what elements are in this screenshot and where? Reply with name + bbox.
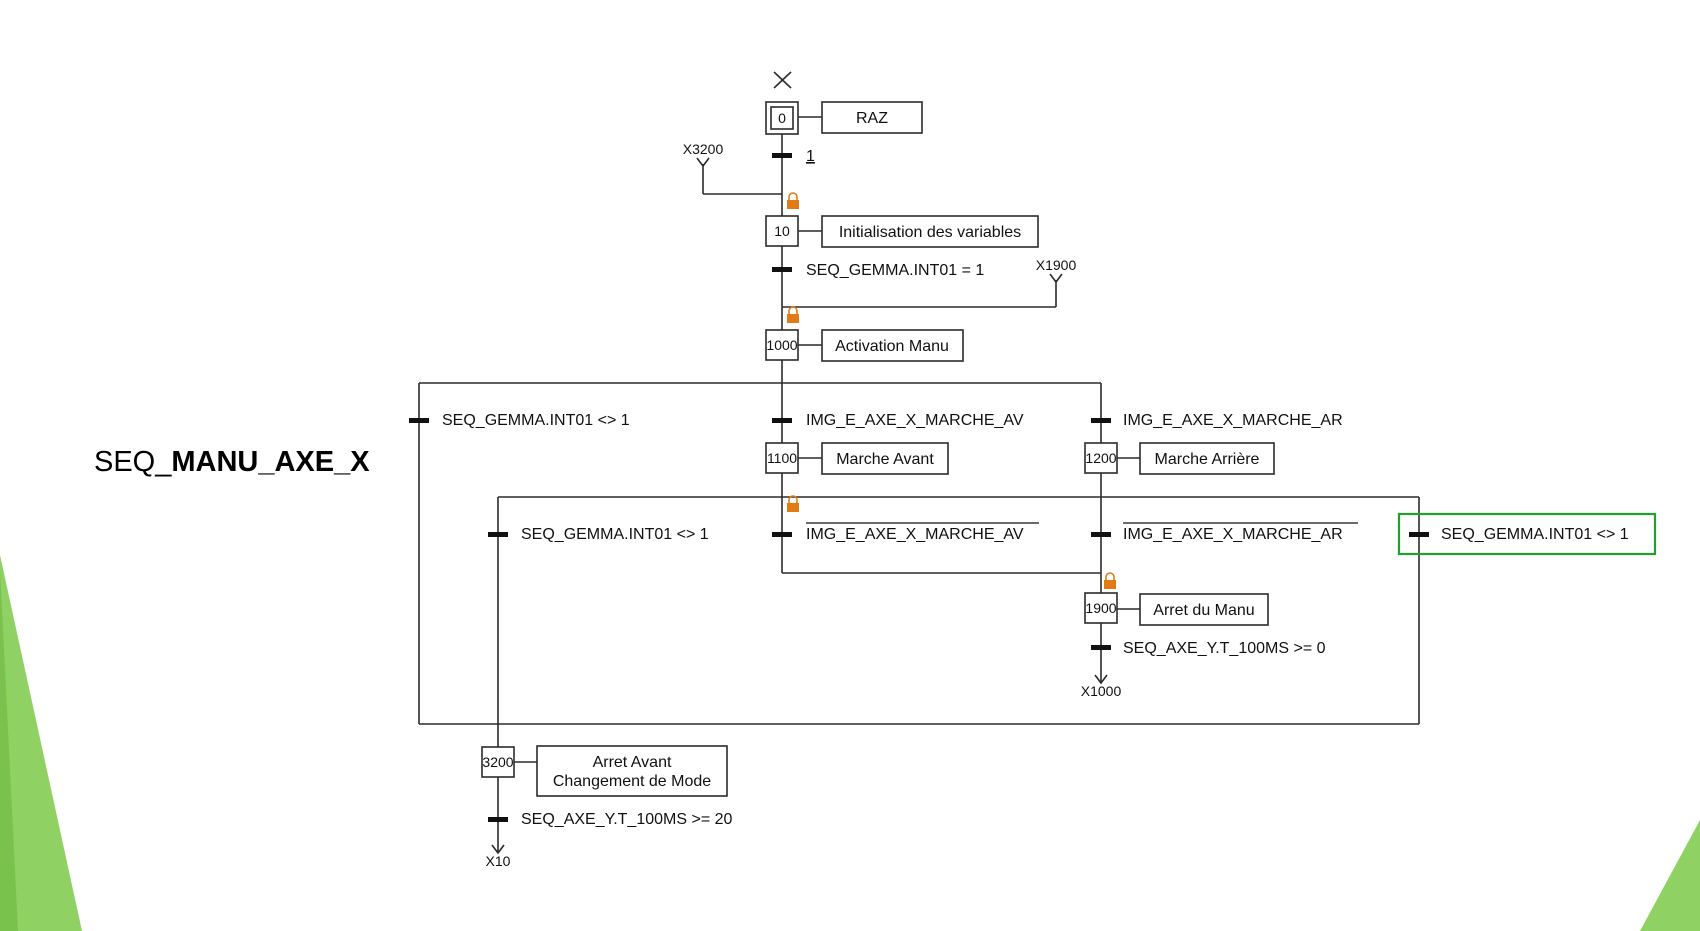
step-reference: X3200 xyxy=(683,141,724,157)
action-marche-arriere[interactable]: Marche Arrière xyxy=(1139,442,1275,475)
step-10[interactable]: 10 xyxy=(765,215,799,247)
action-arret-du-manu[interactable]: Arret du Manu xyxy=(1139,593,1269,626)
step-1200[interactable]: 1200 xyxy=(1084,442,1118,474)
step-1000[interactable]: 1000 xyxy=(765,329,799,361)
action-label: Activation Manu xyxy=(835,338,949,355)
transition-condition-negated: IMG_E_AXE_X_MARCHE_AR xyxy=(1123,526,1343,543)
transition-condition: 1 xyxy=(806,148,815,165)
step-1100[interactable]: 1100 xyxy=(765,442,799,474)
action-label: Arret du Manu xyxy=(1153,602,1254,619)
transition-bar xyxy=(409,418,429,423)
title-bold: MANU_AXE_X xyxy=(171,446,370,478)
transition-bar xyxy=(1091,418,1111,423)
title-prefix: SEQ_ xyxy=(94,446,172,478)
transition-condition: SEQ_GEMMA.INT01 <> 1 xyxy=(442,412,630,429)
transition-bar xyxy=(1409,532,1429,537)
action-activation-manu[interactable]: Activation Manu xyxy=(821,329,964,362)
action-label-line2: Changement de Mode xyxy=(553,773,711,790)
transition-bar xyxy=(488,532,508,537)
action-raz[interactable]: RAZ xyxy=(821,101,923,134)
transition-condition: SEQ_AXE_Y.T_100MS >= 20 xyxy=(521,811,733,828)
step-number: 1900 xyxy=(1085,600,1116,616)
decor-triangle-left xyxy=(0,555,82,931)
transition-bar xyxy=(1091,645,1111,650)
lock-icon xyxy=(787,192,799,209)
lock-icon xyxy=(787,306,799,323)
decor-triangle-right xyxy=(1640,820,1700,931)
transition-condition: SEQ_GEMMA.INT01 = 1 xyxy=(806,262,984,279)
transition-condition: IMG_E_AXE_X_MARCHE_AV xyxy=(806,412,1024,429)
action-label: Marche Arrière xyxy=(1155,451,1260,468)
step-number: 10 xyxy=(774,223,790,239)
decor-triangle-left-dark xyxy=(0,570,18,931)
step-3200[interactable]: 3200 xyxy=(481,746,515,778)
step-number: 3200 xyxy=(482,754,513,770)
transition-bar xyxy=(772,532,792,537)
transition-condition: SEQ_GEMMA.INT01 <> 1 xyxy=(1441,526,1629,543)
action-label: RAZ xyxy=(856,110,888,127)
step-number: 1000 xyxy=(766,337,797,353)
action-initialisation[interactable]: Initialisation des variables xyxy=(821,215,1039,248)
step-0[interactable]: 0 xyxy=(765,101,799,135)
action-label: Initialisation des variables xyxy=(839,224,1021,241)
transition-bar xyxy=(772,418,792,423)
step-number: 1100 xyxy=(767,450,797,466)
step-reference: X10 xyxy=(486,853,511,869)
action-label: Marche Avant xyxy=(836,451,934,468)
transition-bar xyxy=(1091,532,1111,537)
transition-bar xyxy=(772,267,792,272)
step-reference: X1000 xyxy=(1081,683,1122,699)
lock-icon xyxy=(1104,572,1116,589)
highlight-box xyxy=(1397,512,1657,556)
transition-bar xyxy=(772,153,792,158)
step-number: 0 xyxy=(778,110,786,126)
diagram-title: SEQ_MANU_AXE_X xyxy=(94,446,370,479)
lock-icon xyxy=(787,495,799,512)
transition-condition: SEQ_AXE_Y.T_100MS >= 0 xyxy=(1123,640,1326,657)
step-number: 1200 xyxy=(1085,450,1116,466)
transition-condition: SEQ_GEMMA.INT01 <> 1 xyxy=(521,526,709,543)
action-label-line1: Arret Avant xyxy=(593,754,672,771)
transition-condition: IMG_E_AXE_X_MARCHE_AR xyxy=(1123,412,1343,429)
step-reference: X1900 xyxy=(1036,257,1077,273)
action-arret-avant[interactable]: Arret Avant Changement de Mode xyxy=(536,745,728,797)
transition-condition-negated: IMG_E_AXE_X_MARCHE_AV xyxy=(806,526,1024,543)
transition-bar xyxy=(488,817,508,822)
step-1900[interactable]: 1900 xyxy=(1084,592,1118,624)
action-marche-avant[interactable]: Marche Avant xyxy=(821,442,949,475)
